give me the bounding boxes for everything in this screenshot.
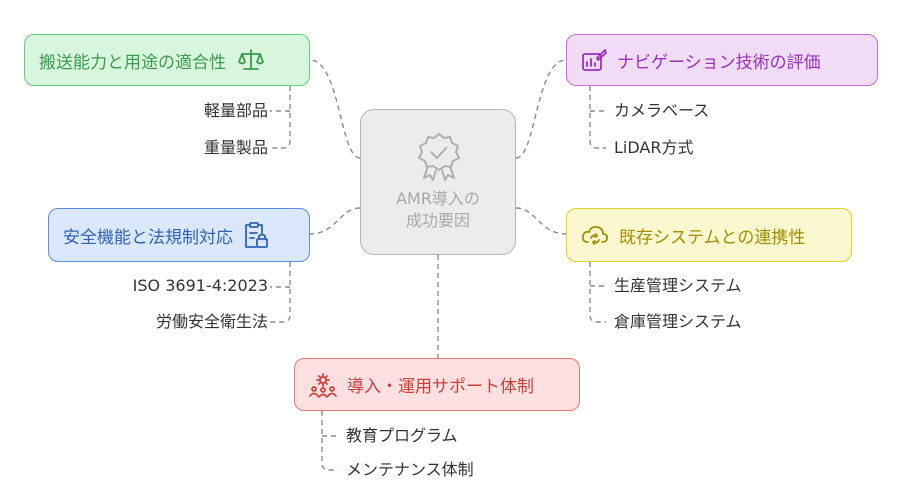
connector-load xyxy=(309,59,361,159)
award-ribbon-icon xyxy=(416,131,462,185)
leaf-maintenance: メンテナンス体制 xyxy=(346,460,474,479)
branch-support[interactable]: 導入・運用サポート体制 xyxy=(294,358,580,411)
leaf-production-mgmt: 生産管理システム xyxy=(614,276,742,295)
clipboard-lock-icon xyxy=(243,221,269,249)
center-title-line2: 成功要因 xyxy=(405,211,470,230)
connector-navigation xyxy=(515,59,567,159)
leaf-labor-safety-law: 労働安全衛生法 xyxy=(155,312,268,331)
leaf-warehouse-mgmt: 倉庫管理システム xyxy=(614,312,742,331)
connector-safety xyxy=(309,207,361,235)
branch-load-title: 搬送能力と用途の適合性 xyxy=(39,52,226,73)
branch-integration[interactable]: 既存システムとの連携性 xyxy=(566,208,852,262)
leaf-heavy-products: 重量製品 xyxy=(203,138,268,157)
branch-support-title: 導入・運用サポート体制 xyxy=(347,377,534,397)
leaf-lidar: LiDAR方式 xyxy=(614,138,694,157)
branch-safety-title: 安全機能と法規制対応 xyxy=(63,227,233,248)
leaf-light-parts: 軽量部品 xyxy=(203,101,268,120)
team-gear-icon xyxy=(309,372,337,398)
connector-integration xyxy=(515,207,567,235)
balance-scale-icon xyxy=(238,48,264,72)
branch-load[interactable]: 搬送能力と用途の適合性 xyxy=(24,34,310,86)
branch-navigation[interactable]: ナビゲーション技術の評価 xyxy=(566,34,878,86)
leaf-iso-standard: ISO 3691-4:2023 xyxy=(132,276,268,295)
leaf-camera-based: カメラベース xyxy=(614,101,710,120)
chart-board-icon xyxy=(581,48,607,72)
center-title-line1: AMR導入の xyxy=(396,189,480,208)
branch-safety[interactable]: 安全機能と法規制対応 xyxy=(48,208,310,262)
cloud-sync-icon xyxy=(581,223,609,247)
branch-integration-title: 既存システムとの連携性 xyxy=(619,227,806,248)
center-node: AMR導入の 成功要因 xyxy=(360,109,516,255)
leaf-training-program: 教育プログラム xyxy=(346,426,458,445)
branch-navigation-title: ナビゲーション技術の評価 xyxy=(617,52,821,73)
